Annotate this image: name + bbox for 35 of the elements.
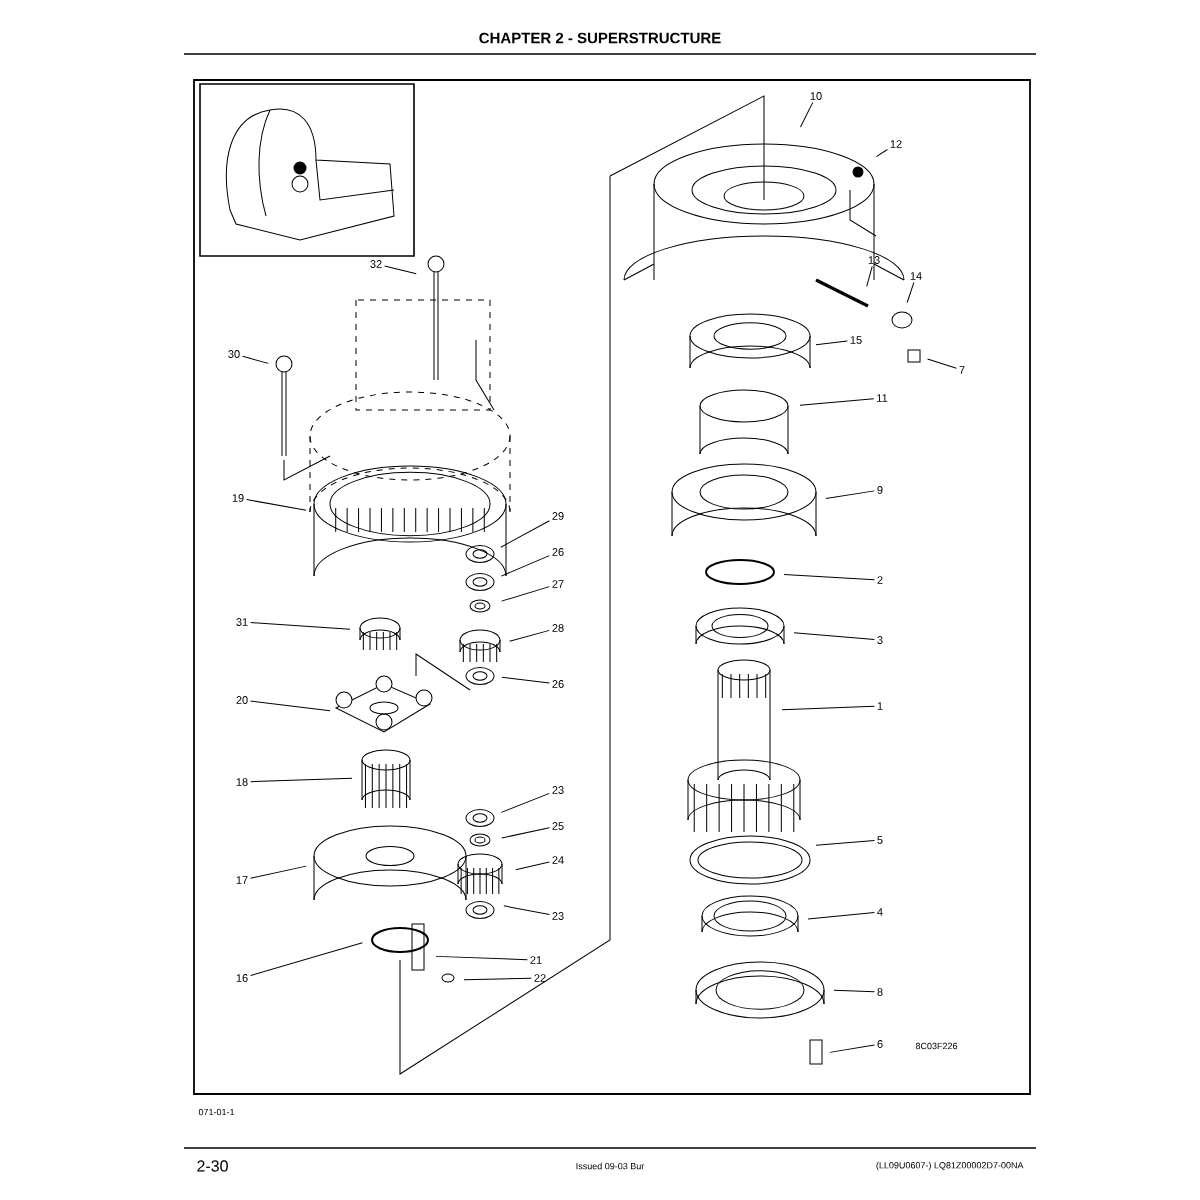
leader-line: [250, 622, 351, 630]
leader-line: [866, 265, 873, 287]
leader-line: [799, 398, 875, 406]
leader-line: [500, 520, 550, 548]
leader-line: [250, 865, 307, 879]
leader-line: [250, 777, 353, 783]
leader-line: [501, 676, 550, 684]
leader-line: [501, 827, 550, 839]
leader-line: [463, 977, 532, 981]
leader-line: [815, 839, 875, 846]
leader-line: [503, 905, 550, 915]
page-number: 2-30: [197, 1160, 228, 1172]
leader-line: [833, 989, 875, 993]
leader-line: [242, 355, 269, 364]
leader-line: [815, 340, 848, 346]
leader-line: [509, 629, 550, 642]
leader-line: [906, 281, 915, 303]
leader-line: [500, 555, 550, 577]
leader-line: [875, 149, 888, 158]
leader-line: [435, 955, 528, 961]
leader-line: [515, 861, 550, 871]
leader-line: [927, 358, 957, 369]
leader-line: [825, 490, 875, 499]
leader-line: [250, 942, 363, 976]
leader-line: [781, 705, 875, 711]
leader-line: [246, 499, 307, 511]
leader-line: [250, 700, 331, 712]
leader-line: [500, 792, 550, 813]
leader-line: [829, 1044, 875, 1053]
leader-line: [807, 912, 875, 920]
leader-line: [793, 632, 875, 641]
leader-line: [783, 574, 875, 581]
leader-line: [501, 586, 550, 602]
leader-line: [800, 101, 814, 128]
leader-line: [384, 265, 417, 275]
